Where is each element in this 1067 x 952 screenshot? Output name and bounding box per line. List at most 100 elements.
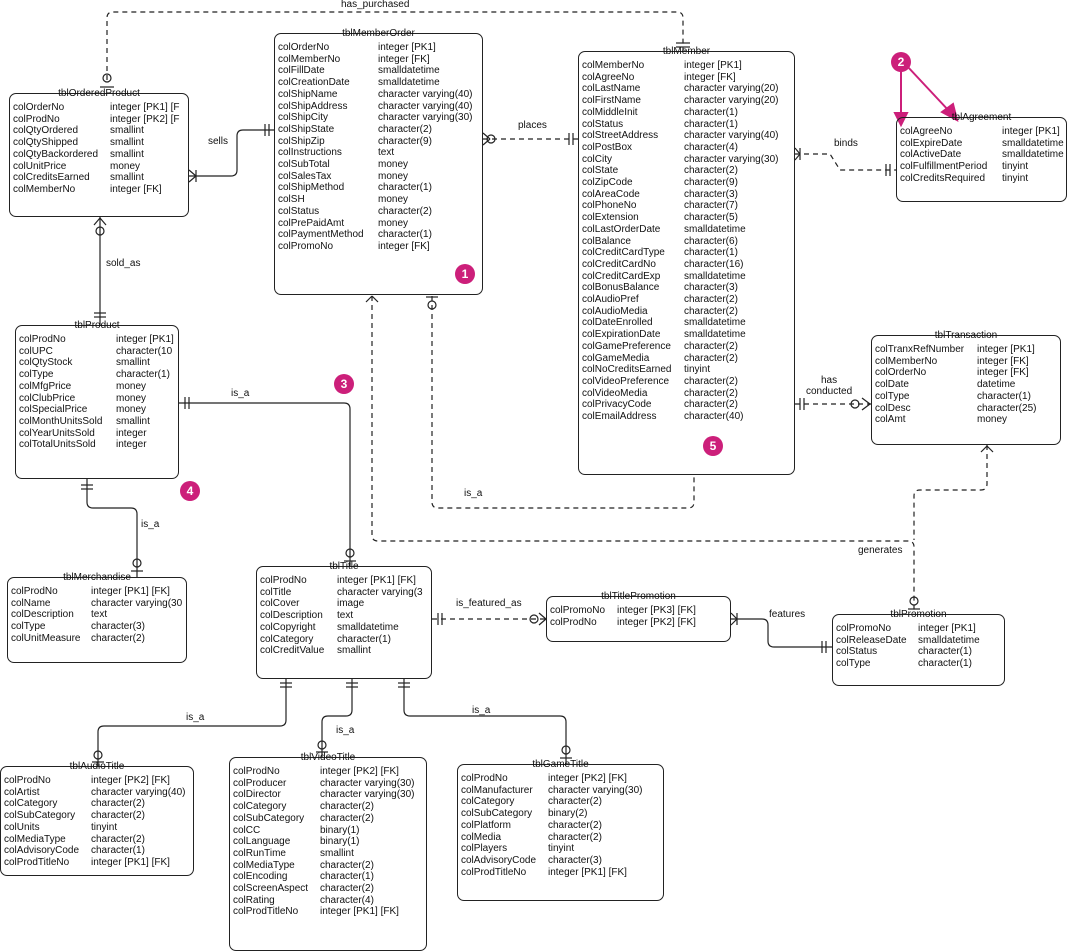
column-name: colDirector bbox=[233, 789, 281, 801]
column-type: character varying(20) bbox=[684, 95, 779, 107]
column-name: colProdTitleNo bbox=[461, 866, 527, 878]
column-type: character(1) bbox=[684, 247, 738, 259]
column-type: character(2) bbox=[91, 632, 145, 644]
column-name: colCreditsEarned bbox=[13, 172, 90, 184]
column-name: colCreationDate bbox=[278, 77, 350, 89]
column-name: colPrivacyCode bbox=[582, 399, 652, 411]
column-type: tinyint bbox=[1002, 172, 1029, 184]
column-name: colProdNo bbox=[461, 773, 508, 784]
column-type: character varying(30) bbox=[684, 153, 779, 165]
column-type: integer [PK1] [FK] bbox=[91, 856, 170, 868]
column-name: colVideoMedia bbox=[582, 387, 648, 399]
column-name: colType bbox=[836, 658, 871, 670]
table-title: tblPromotion bbox=[890, 609, 947, 620]
column-name: colManufacturer bbox=[461, 784, 533, 796]
column-name: colMediaType bbox=[233, 859, 295, 871]
optional-marker bbox=[102, 73, 112, 83]
callout-badge-2: 2 bbox=[891, 52, 911, 72]
column-name: colPromoNo bbox=[836, 623, 892, 634]
column-type: integer [FK] bbox=[378, 53, 430, 65]
column-name: colTotalUnitsSold bbox=[19, 439, 96, 451]
column-type: character varying(20) bbox=[684, 83, 779, 95]
column-type: integer [PK1] [FK] bbox=[320, 906, 399, 918]
column-name: colQtyBackordered bbox=[13, 148, 99, 160]
column-type: character(1) bbox=[320, 871, 374, 883]
column-type: character(5) bbox=[684, 212, 738, 224]
column-type: text bbox=[378, 147, 395, 159]
column-name: colProdNo bbox=[233, 766, 280, 777]
column-type: smallint bbox=[320, 847, 354, 859]
column-type: text bbox=[337, 610, 354, 622]
column-name: colMfgPrice bbox=[19, 380, 72, 392]
column-name: colType bbox=[875, 390, 910, 402]
callout-badge-5: 5 bbox=[703, 436, 723, 456]
column-name: colArtist bbox=[4, 786, 40, 798]
column-name: colAgreeNo bbox=[900, 126, 953, 137]
column-type: integer [FK] bbox=[378, 240, 430, 252]
column-name: colFillDate bbox=[278, 65, 325, 77]
column-name: colSpecialPrice bbox=[19, 404, 88, 416]
column-name: colFulfillmentPeriod bbox=[900, 161, 988, 173]
column-type: character(7) bbox=[684, 200, 738, 212]
column-type: character varying(30 bbox=[91, 597, 183, 609]
column-type: smalldatetime bbox=[684, 270, 746, 282]
table-title: tblMerchandise bbox=[63, 572, 131, 583]
column-name: colOrderNo bbox=[13, 102, 65, 113]
column-name: colVideoPreference bbox=[582, 375, 670, 387]
column-name: colScreenAspect bbox=[233, 883, 309, 894]
column-type: integer [FK] bbox=[684, 71, 736, 83]
is-a-game-line bbox=[403, 679, 567, 764]
column-type: character(3) bbox=[684, 282, 738, 294]
column-type: integer [PK1] bbox=[378, 42, 436, 53]
column-name: colCreditCardExp bbox=[582, 270, 661, 282]
column-name: colLanguage bbox=[233, 836, 291, 848]
column-name: colDescription bbox=[11, 609, 74, 621]
column-name: colMonthUnitsSold bbox=[19, 415, 103, 427]
column-name: colBalance bbox=[582, 235, 631, 247]
column-type: character(2) bbox=[378, 123, 432, 135]
column-name: colOrderNo bbox=[875, 367, 927, 379]
column-type: character(40) bbox=[684, 411, 744, 422]
column-name: colShipMethod bbox=[278, 182, 345, 194]
column-type: integer [PK1] bbox=[977, 344, 1035, 355]
column-type: smalldatetime bbox=[1002, 149, 1064, 161]
column-type: character(2) bbox=[91, 810, 145, 822]
column-name: colProducer bbox=[233, 777, 287, 789]
column-name: colCreditValue bbox=[260, 645, 325, 657]
rel-is-featured-as: is_featured_as bbox=[456, 598, 522, 609]
column-type: character(1) bbox=[918, 646, 972, 658]
column-name: colPlayers bbox=[461, 843, 508, 855]
table-title: tblTitlePromotion bbox=[601, 591, 676, 602]
column-name: colSubCategory bbox=[233, 812, 305, 824]
column-name: colDateEnrolled bbox=[582, 317, 653, 329]
is-a-video-line bbox=[321, 679, 353, 757]
column-name: colState bbox=[582, 165, 619, 177]
table-title: tblAgreement bbox=[951, 112, 1012, 123]
column-name: colShipCity bbox=[278, 112, 329, 124]
column-name: colMedia bbox=[461, 831, 502, 843]
column-name: colExtension bbox=[582, 212, 639, 224]
column-name: colQtyStock bbox=[19, 357, 73, 369]
rel-places: places bbox=[518, 120, 547, 131]
column-type: smalldatetime bbox=[337, 621, 399, 633]
column-name: colAmt bbox=[875, 414, 906, 426]
table-title: tblMember bbox=[662, 46, 711, 57]
column-name: colAgreeNo bbox=[582, 71, 635, 83]
column-type: character(2) bbox=[684, 305, 738, 317]
column-name: colTitle bbox=[260, 586, 292, 598]
column-name: colUPC bbox=[19, 345, 53, 357]
column-type: integer [PK2] [FK] bbox=[91, 775, 170, 786]
